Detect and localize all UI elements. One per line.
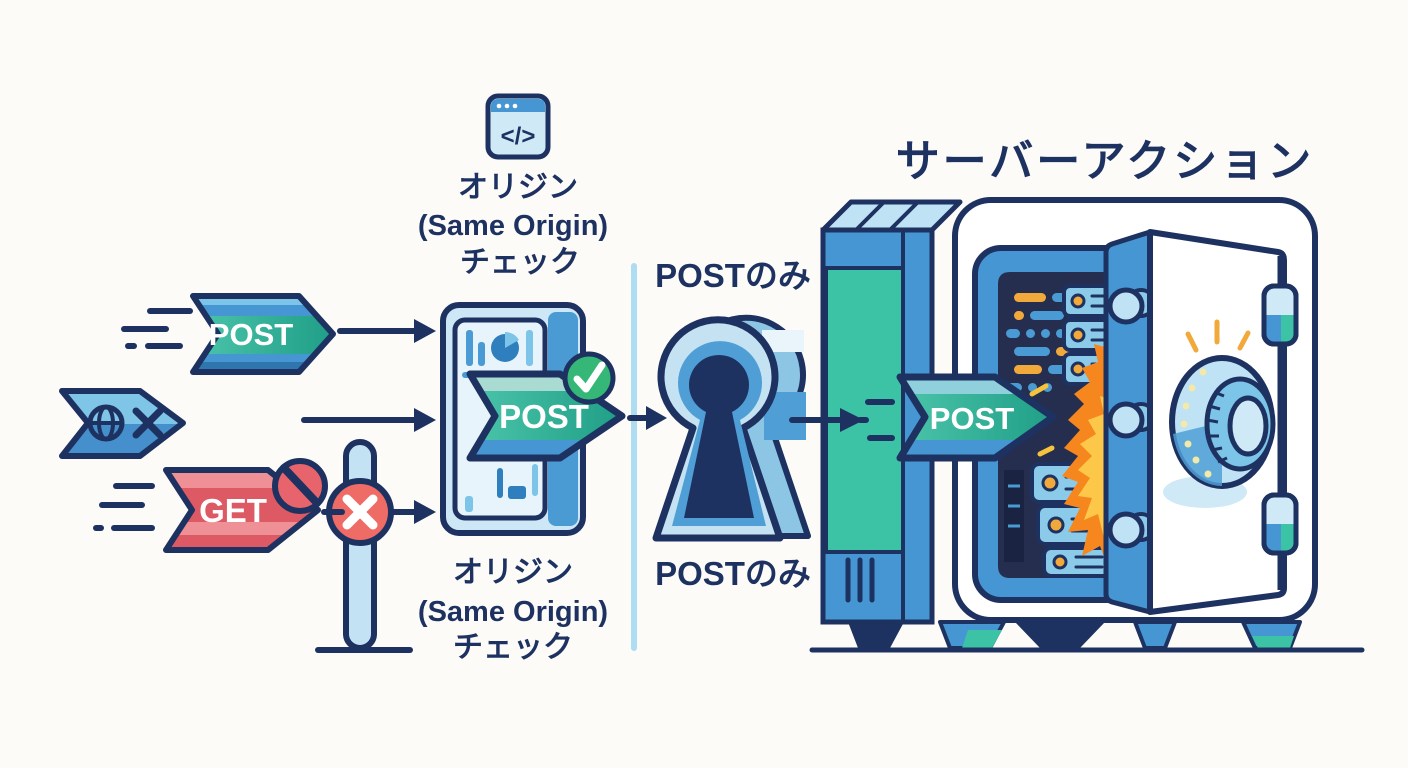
vault-left-column (820, 199, 963, 625)
post-badge-incoming: POST (121, 293, 336, 375)
sparkle-lines (1185, 319, 1251, 353)
vent-lines (845, 557, 875, 603)
post-only-bottom-label: POSTのみ (655, 555, 811, 592)
speed-lines (121, 308, 193, 349)
origin-check-top-group: </> オリジン (Same Origin) チェック (418, 93, 608, 279)
post-badge-to-server: POST (857, 373, 1057, 462)
arrow-keyhole-to-vault (789, 408, 864, 432)
check-circle-icon (562, 351, 616, 405)
origin-check-top-line1: オリジン (458, 171, 578, 204)
origin-check-bottom-line2: (Same Origin) (418, 596, 608, 628)
origin-check-bottom-line3: チェック (453, 631, 573, 664)
vault-icon (809, 197, 1365, 653)
server-action-title: サーバーアクション (896, 137, 1315, 186)
screen-content (462, 330, 538, 512)
arrow-get-to-panel (321, 500, 436, 524)
dial-icon (1163, 355, 1276, 508)
arrow-panel-to-keyhole (627, 406, 667, 430)
vault-door-edge (1103, 229, 1156, 615)
post-to-server-label: POST (930, 401, 1014, 436)
spark (1037, 445, 1055, 457)
get-blocked-label: GET (199, 492, 267, 529)
window-titlebar (491, 99, 545, 112)
keyhole-side-highlight (762, 330, 804, 352)
dial-ribs (1206, 390, 1228, 464)
arrow-post-to-panel (337, 319, 436, 343)
origin-check-bottom-line1: オリジン (453, 556, 573, 589)
spark (1029, 383, 1049, 397)
origin-check-panel: POST (440, 302, 626, 536)
prohibition-icon (272, 458, 328, 514)
code-glyph: </> (501, 123, 536, 150)
post-incoming-label: POST (209, 317, 293, 352)
speed-lines (93, 483, 155, 531)
flow-arrows (301, 319, 864, 524)
vault-teal-panel (824, 266, 905, 554)
origin-check-top-line3: チェック (460, 246, 580, 279)
post-only-top-label: POSTのみ (655, 257, 811, 294)
dial-dots (1180, 368, 1212, 478)
arrow-crossorigin-to-panel (301, 408, 436, 432)
cross-origin-badge (59, 388, 186, 459)
vault-door (1147, 229, 1287, 615)
origin-check-top-line2: (Same Origin) (418, 210, 608, 242)
globe-cross-icon (59, 388, 186, 459)
origin-check-bottom-group: オリジン (Same Origin) チェック (418, 556, 608, 664)
post-same-origin-label: POST (499, 398, 589, 435)
hinges (1261, 256, 1299, 590)
code-window-icon: </> (485, 93, 551, 160)
keyhole-icon (652, 314, 811, 542)
